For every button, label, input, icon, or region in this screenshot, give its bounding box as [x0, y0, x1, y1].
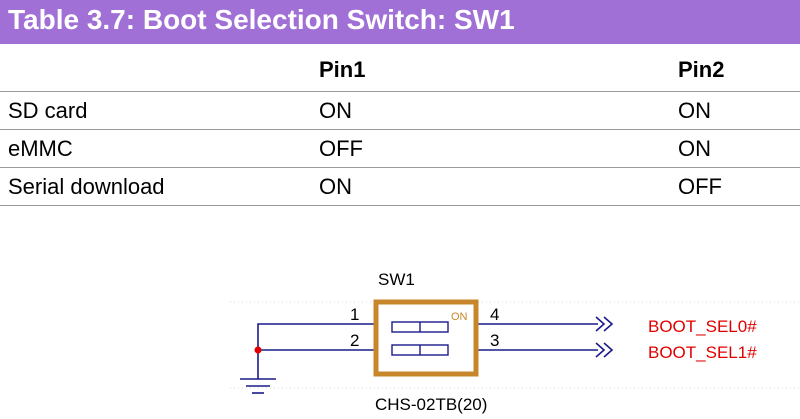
table-title-bar: Table 3.7: Boot Selection Switch: SW1 [0, 0, 800, 44]
table-row: SD card ON ON [0, 92, 800, 130]
table-row: eMMC OFF ON [0, 130, 800, 168]
cell-mode: SD card [8, 98, 88, 123]
switch-ref-label: SW1 [378, 270, 415, 289]
cell-pin1: OFF [319, 136, 363, 161]
header-cell-pin2: Pin2 [678, 57, 725, 82]
net-label-boot-sel1: BOOT_SEL1# [648, 343, 757, 362]
net-label-boot-sel0: BOOT_SEL0# [648, 317, 757, 336]
cell-pin2: ON [678, 136, 711, 161]
cell-pin1: ON [319, 98, 352, 123]
pin-number: 3 [490, 331, 499, 350]
table-header-row: Pin1 Pin2 [0, 44, 800, 92]
switch-body [373, 299, 479, 377]
pin-number: 4 [490, 305, 499, 324]
table-title: Table 3.7: Boot Selection Switch: SW1 [8, 4, 515, 35]
wire-pin1 [257, 323, 375, 379]
table-row: Serial download ON OFF [0, 168, 800, 206]
pin-number: 1 [350, 305, 359, 324]
cell-pin2: ON [678, 98, 711, 123]
cell-mode: eMMC [8, 136, 73, 161]
cell-pin2: OFF [678, 174, 722, 199]
header-cell-pin1: Pin1 [319, 57, 366, 82]
cell-pin1: ON [319, 174, 352, 199]
switch-on-label: ON [451, 311, 468, 323]
junction-dot [254, 346, 262, 354]
cell-mode: Serial download [8, 174, 165, 199]
schematic-drawing: SW1 ON 1 2 4 3 BOOT_SEL0# BOOT_SEL1# CHS… [230, 270, 800, 414]
net-arrow-icon [595, 316, 606, 332]
pin-number: 2 [350, 331, 359, 350]
part-number-label: CHS-02TB(20) [375, 395, 487, 414]
net-arrow-icon [595, 342, 606, 358]
sw1-schematic: SW1 ON 1 2 4 3 BOOT_SEL0# BOOT_SEL1# CHS… [0, 238, 800, 419]
